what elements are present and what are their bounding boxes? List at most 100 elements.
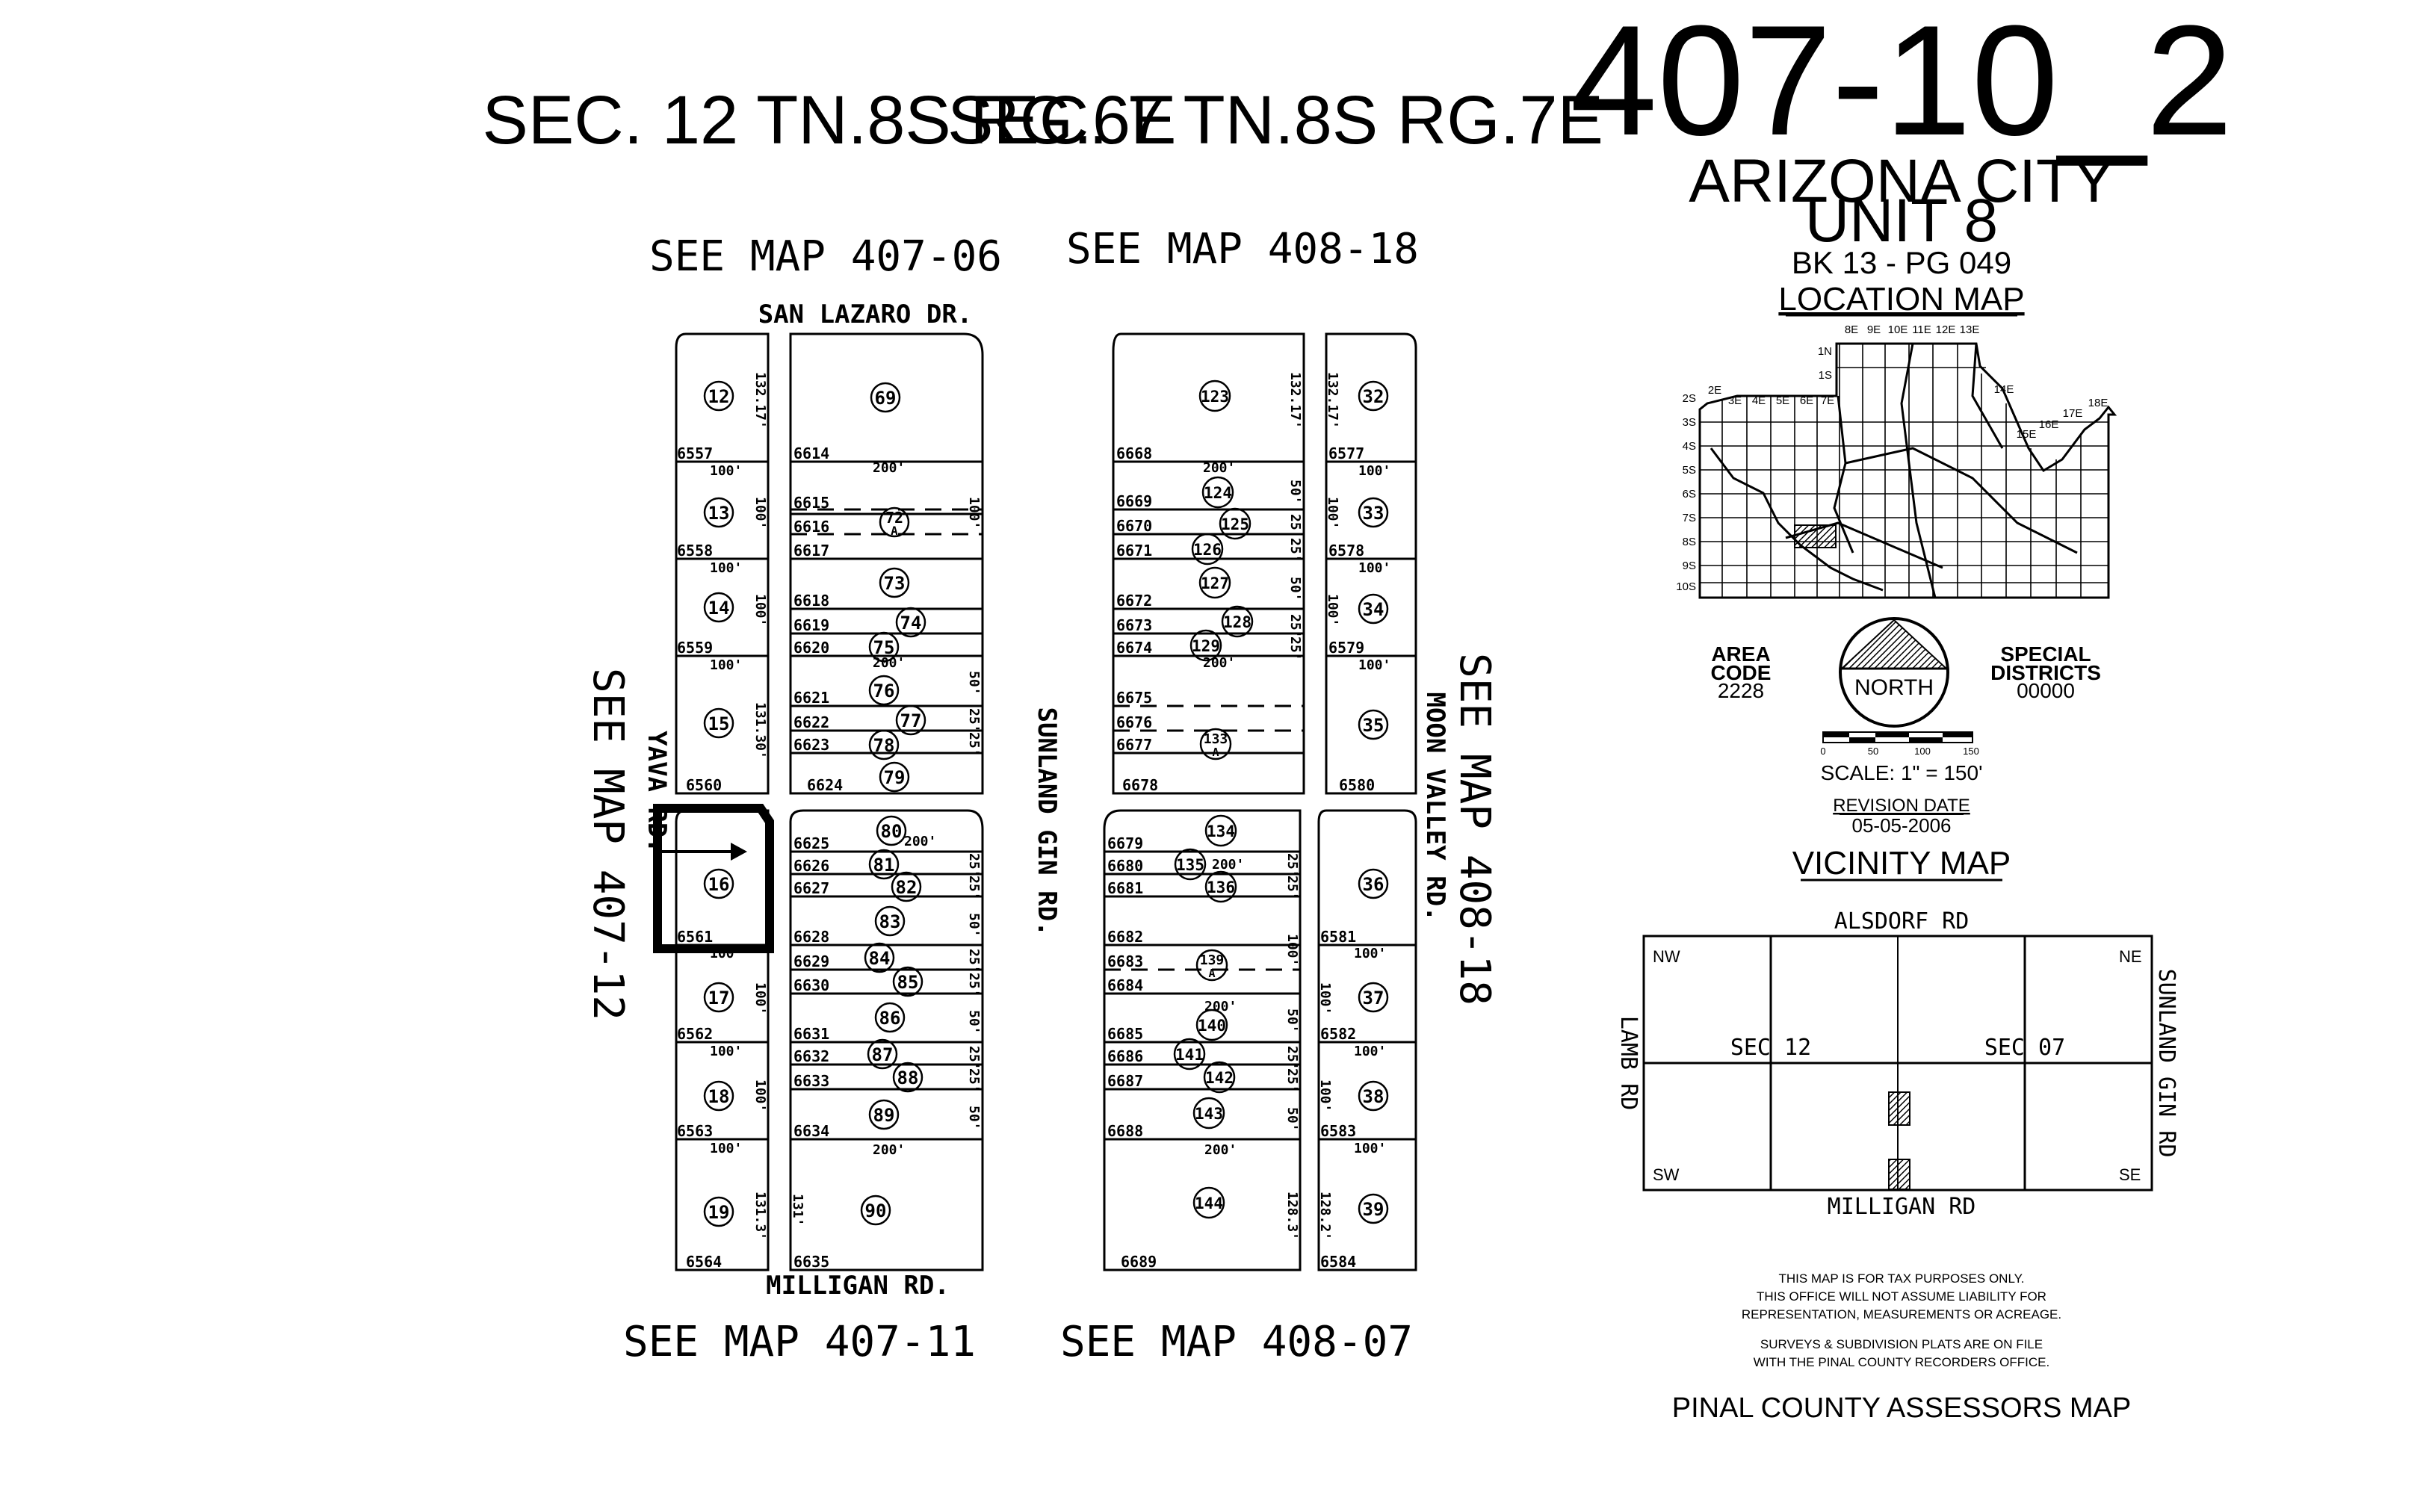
svg-text:100: 100	[1914, 746, 1931, 757]
dimension-label: 200'	[873, 655, 905, 671]
dimension-label: 100'	[752, 497, 768, 529]
parcel-id: 6685	[1107, 1025, 1143, 1043]
svg-text:12: 12	[708, 386, 730, 407]
parcel-id: 6561	[677, 928, 713, 946]
svg-text:REPRESENTATION, MEASUREMENTS O: REPRESENTATION, MEASUREMENTS OR ACREAGE.	[1742, 1307, 2061, 1322]
dimension-label: 100'	[710, 560, 742, 576]
parcel-circle-72a: 72A	[879, 506, 910, 538]
block-g-outline	[1103, 809, 1302, 1271]
parcel-circle-73: 73	[879, 567, 910, 598]
svg-text:82: 82	[896, 877, 918, 898]
svg-text:8S: 8S	[1683, 536, 1696, 548]
parcel-circle-19: 19	[703, 1196, 734, 1227]
north-arrow-icon: NORTH	[1839, 617, 1949, 728]
parcel-id: 6584	[1320, 1253, 1356, 1271]
svg-text:32: 32	[1363, 386, 1384, 407]
parcel-id: 6563	[677, 1122, 713, 1140]
vicinity-map-title: VICINITY MAP	[1792, 845, 2011, 882]
dimension-label: 128.2'	[1317, 1192, 1333, 1240]
parcel-id: 6620	[793, 639, 829, 657]
svg-text:75: 75	[873, 637, 895, 658]
parcel-circle-125: 125	[1219, 507, 1251, 540]
svg-text:17E: 17E	[2063, 407, 2083, 420]
dimension-label: 100'	[1354, 946, 1386, 961]
svg-text:73: 73	[884, 573, 906, 594]
dimension-label: 100'	[752, 1079, 768, 1112]
parcel-circle-86: 86	[874, 1002, 906, 1033]
svg-text:3S: 3S	[1683, 416, 1696, 429]
dimension-label: 200'	[1203, 655, 1235, 671]
svg-text:18E: 18E	[2088, 397, 2108, 409]
svg-text:14: 14	[708, 598, 730, 619]
svg-text:90: 90	[865, 1200, 887, 1221]
parcel-id: 6670	[1116, 517, 1152, 535]
svg-text:SW: SW	[1653, 1165, 1680, 1184]
parcel-circle-144: 144	[1192, 1186, 1225, 1219]
road-lamb: LAMB RD	[1615, 1016, 1642, 1110]
see-map-bottom-right: SEE MAP 408-07	[1060, 1318, 1413, 1366]
dimension-label: 50'	[966, 913, 982, 938]
block-f-outline	[1325, 332, 1417, 795]
parcel-id: 6675	[1116, 689, 1152, 707]
svg-text:4E: 4E	[1752, 394, 1766, 407]
footer-title: PINAL COUNTY ASSESSORS MAP	[1672, 1392, 2132, 1424]
parcel-id: 6629	[793, 952, 829, 970]
dimension-label: 128.3'	[1284, 1192, 1300, 1240]
parcel-id: 6633	[793, 1072, 829, 1090]
parcel-circle-80: 80	[876, 815, 907, 846]
dimension-label: 50'	[1284, 1008, 1300, 1033]
dimension-label: 25'	[966, 1046, 982, 1071]
parcel-circle-74: 74	[895, 607, 926, 638]
svg-text:50: 50	[1868, 746, 1878, 757]
road-alsdorf: ALSDORF RD	[1834, 908, 1970, 935]
parcel-circle-142: 142	[1203, 1061, 1236, 1094]
svg-text:38: 38	[1363, 1086, 1384, 1107]
svg-text:124: 124	[1204, 484, 1232, 502]
dimension-label: 200'	[873, 460, 905, 476]
see-map-top-right: SEE MAP 408-18	[1066, 225, 1419, 273]
svg-text:88: 88	[897, 1068, 919, 1088]
road-sunland-gin: SUNLAND GIN RD	[2153, 969, 2179, 1158]
svg-text:78: 78	[873, 735, 895, 756]
dimension-label: 200'	[1204, 1142, 1237, 1158]
dimension-label: 50'	[1284, 1107, 1300, 1132]
svg-text:87: 87	[872, 1044, 894, 1065]
road-milligan: MILLIGAN RD	[1828, 1194, 1976, 1220]
svg-text:142: 142	[1205, 1069, 1234, 1087]
parcel-id: 6626	[793, 857, 829, 875]
parcel-circle-32: 32	[1358, 380, 1389, 412]
parcel-circle-13: 13	[703, 497, 734, 528]
svg-text:19: 19	[708, 1202, 730, 1223]
parcel-id: 6579	[1328, 639, 1364, 657]
svg-text:18: 18	[708, 1086, 730, 1107]
parcel-id: 6634	[793, 1122, 829, 1140]
area-code-value: 2228	[1718, 679, 1764, 702]
dimension-label: 100'	[1284, 934, 1300, 966]
parcel-id: 6628	[793, 928, 829, 946]
parcel-circle-76: 76	[868, 675, 900, 706]
svg-text:126: 126	[1193, 541, 1222, 559]
svg-text:144: 144	[1195, 1195, 1223, 1212]
dimension-label: 200'	[873, 1142, 905, 1158]
parcel-id: 6683	[1107, 952, 1143, 970]
parcel-circle-127: 127	[1198, 566, 1231, 599]
svg-text:4S: 4S	[1683, 440, 1696, 453]
svg-text:17: 17	[708, 988, 730, 1008]
sec-12-heading: SEC. 12 TN.8S RG.6E	[483, 82, 1177, 158]
parcel-id: 6582	[1320, 1025, 1356, 1043]
parcel-id: 6679	[1107, 834, 1143, 852]
svg-text:133: 133	[1204, 731, 1228, 747]
dimension-label: 25'	[966, 1068, 982, 1093]
dimension-label: 100'	[710, 1141, 742, 1156]
svg-text:NW: NW	[1653, 947, 1680, 966]
svg-text:34: 34	[1363, 599, 1384, 620]
svg-text:74: 74	[900, 613, 922, 633]
parcel-id: 6627	[793, 879, 829, 897]
svg-text:140: 140	[1198, 1017, 1226, 1035]
dimension-label: 25'	[966, 949, 982, 973]
parcel-id: 6578	[1328, 542, 1364, 560]
block-b-outline	[789, 332, 984, 795]
dimension-label: 132.17'	[1287, 372, 1303, 429]
svg-text:72: 72	[885, 509, 903, 527]
